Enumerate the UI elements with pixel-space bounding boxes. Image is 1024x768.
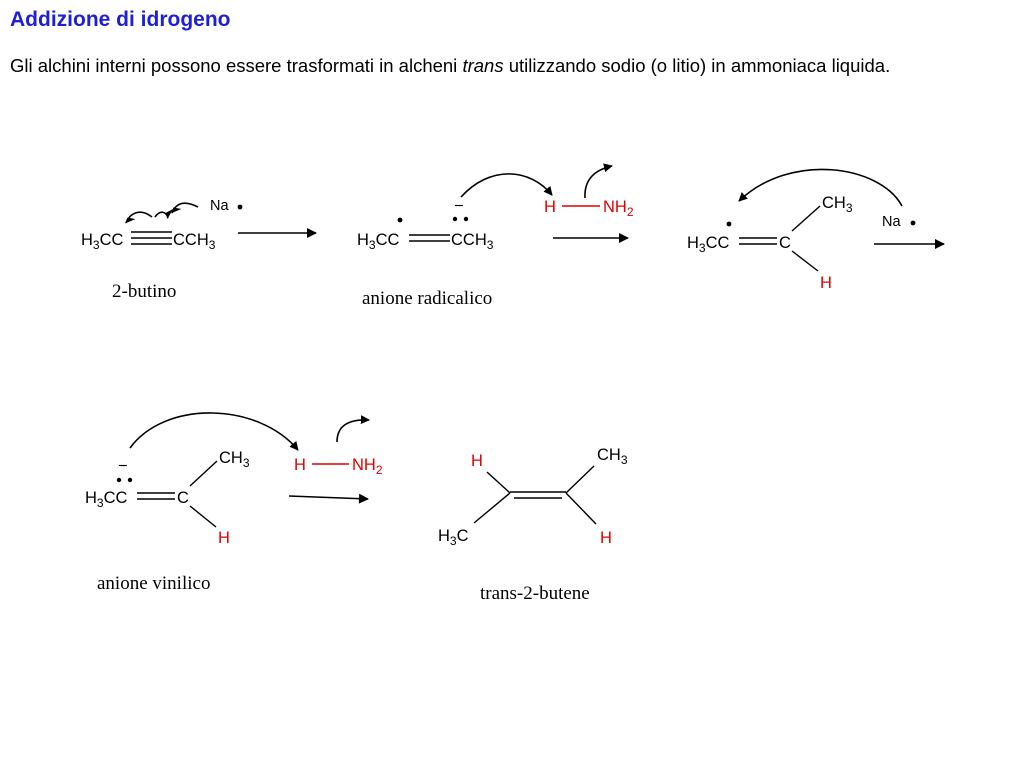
sodium-electron-dot-2 [910,220,916,226]
double-bond [409,234,450,242]
product-hydrogen-top: H [471,452,483,470]
vinyl-radical-left-group: H3CC [687,234,730,255]
lone-pair-dot-left [452,216,458,222]
vinyl-lone-pair-dot-right [127,477,133,483]
vinyl-anion-hydrogen: H [218,529,230,547]
vinyl-lone-pair-dot-left [116,477,122,483]
vinyl-anion-left-group: H3CC [85,489,128,510]
curved-arrow-anion-to-hydrogen-1 [460,173,553,198]
negative-charge: − [454,197,464,215]
intro-paragraph: Gli alchini interni possono essere trasf… [10,52,1013,79]
vinyl-radical-dot [726,221,732,227]
caption-2-butino: 2-butino [112,281,176,302]
lone-pair-dot-right [463,216,469,222]
radical-anion: − H3CC CCH3 anione radicalico [357,197,494,309]
vinyl-radical: H3CC C CH3 H [687,194,853,292]
curved-arrow-pi-electrons [124,211,153,224]
caption-anione-vinilico: anione vinilico [97,573,210,594]
vinyl-radical-hydrogen: H [820,274,832,292]
curved-arrow-bond-to-nitrogen-2 [336,415,370,443]
ammonia-2-hydrogen: H [294,456,306,474]
ammonia-1-nh2: NH2 [603,198,634,219]
caption-anione-radicalico: anione radicalico [362,288,492,309]
vinyl-anion-carbon: C [177,489,189,507]
ammonia-molecule-2: H NH2 [294,456,383,477]
sodium-label-2: Na [882,214,901,230]
sodium-label: Na [210,198,229,214]
vinyl-anion: − H3CC C CH3 H anione vinilico [85,449,250,594]
ammonia-2-nh2: NH2 [352,456,383,477]
ammonia-1-hydrogen: H [544,198,556,216]
vinyl-anion-charge: − [118,457,128,475]
slide-title: Addizione di idrogeno [10,8,231,31]
alkyne-right-group: CCH3 [173,231,216,252]
ammonia-molecule-1: H NH2 [544,198,634,219]
vinyl-anion-methyl: CH3 [219,449,250,470]
curved-arrow-bond-to-nitrogen-1 [584,163,613,199]
alkyne-2-butyne: H3CC CCH3 Na 2-butino [81,198,243,302]
product-methyl-bottom: H3C [438,527,469,548]
reaction-arrow-4 [288,493,369,504]
intro-text-start: Gli alchini interni possono essere trasf… [10,55,463,76]
curved-arrow-pi-shift [154,209,173,219]
intro-emphasis-trans: trans [462,55,504,76]
triple-bond [131,231,172,245]
vinyl-radical-carbon: C [779,234,791,252]
product-methyl-top: CH3 [597,446,628,467]
curved-arrow-sodium-electron [170,202,199,214]
caption-trans-2-butene: trans-2-butene [480,583,590,604]
radical-anion-right-group: CCH3 [451,231,494,252]
sodium-electron-dot [237,204,243,210]
curved-arrow-second-electron [738,168,903,207]
radical-dot [397,217,403,223]
product-trans-2-butene: H CH3 H3C H trans-2-butene [438,446,628,604]
intro-text-end: utilizzando sodio (o litio) in ammoniaca… [503,55,891,76]
product-hydrogen-bottom: H [600,529,612,547]
curved-arrow-anion-to-hydrogen-2 [129,412,299,451]
alkyne-left-group: H3CC [81,231,124,252]
radical-anion-left-group: H3CC [357,231,400,252]
vinyl-radical-methyl: CH3 [822,194,853,215]
